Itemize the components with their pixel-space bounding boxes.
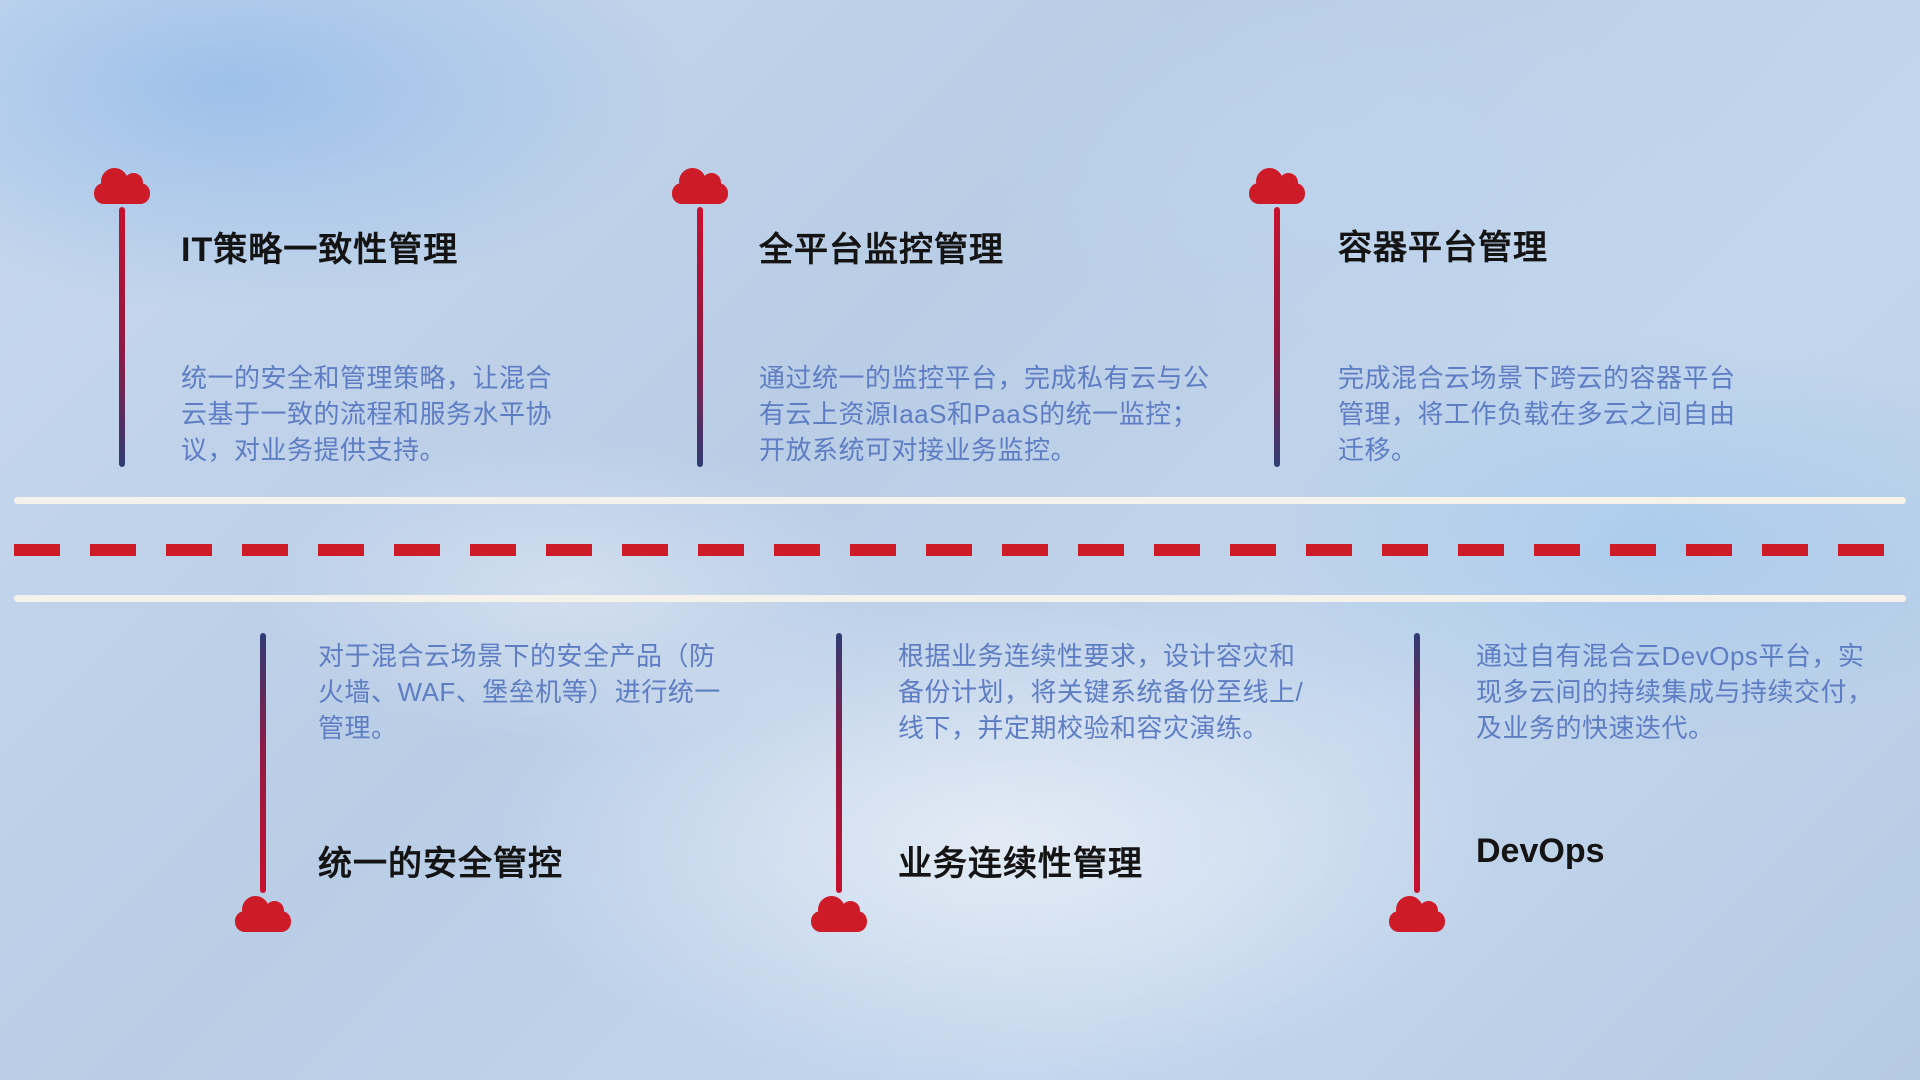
road-dashed-line: [14, 544, 1906, 556]
item-description: 通过自有混合云DevOps平台，实现多云间的持续集成与持续交付，及业务的快速迭代…: [1476, 641, 1874, 743]
cloud-icon: [1249, 168, 1305, 204]
item-title: IT策略一致性管理: [181, 231, 459, 269]
cloud-icon: [1389, 896, 1445, 932]
item-title: DevOps: [1476, 832, 1605, 870]
item-title: 全平台监控管理: [759, 231, 1004, 269]
connector-line: [1414, 633, 1420, 893]
cloud-icon: [811, 896, 867, 932]
connector-line: [697, 207, 703, 467]
item-description: 通过统一的监控平台，完成私有云与公有云上资源IaaS和PaaS的统一监控；开放系…: [759, 363, 1210, 465]
connector-line: [119, 207, 125, 467]
item-title: 业务连续性管理: [898, 845, 1143, 883]
item-title: 统一的安全管控: [318, 845, 563, 883]
connector-line: [1274, 207, 1280, 467]
cloud-icon: [235, 896, 291, 932]
item-title: 容器平台管理: [1338, 229, 1548, 267]
item-description: 对于混合云场景下的安全产品（防火墙、WAF、堡垒机等）进行统一管理。: [318, 641, 721, 743]
road-top-line: [14, 497, 1906, 504]
connector-line: [836, 633, 842, 893]
item-description: 统一的安全和管理策略，让混合云基于一致的流程和服务水平协议，对业务提供支持。: [181, 363, 553, 465]
item-description: 完成混合云场景下跨云的容器平台管理，将工作负载在多云之间自由迁移。: [1338, 363, 1736, 465]
connector-line: [260, 633, 266, 893]
cloud-icon: [672, 168, 728, 204]
item-description: 根据业务连续性要求，设计容灾和备份计划，将关键系统备份至线上/线下，并定期校验和…: [898, 641, 1304, 743]
cloud-icon: [94, 168, 150, 204]
road-bottom-line: [14, 595, 1906, 602]
